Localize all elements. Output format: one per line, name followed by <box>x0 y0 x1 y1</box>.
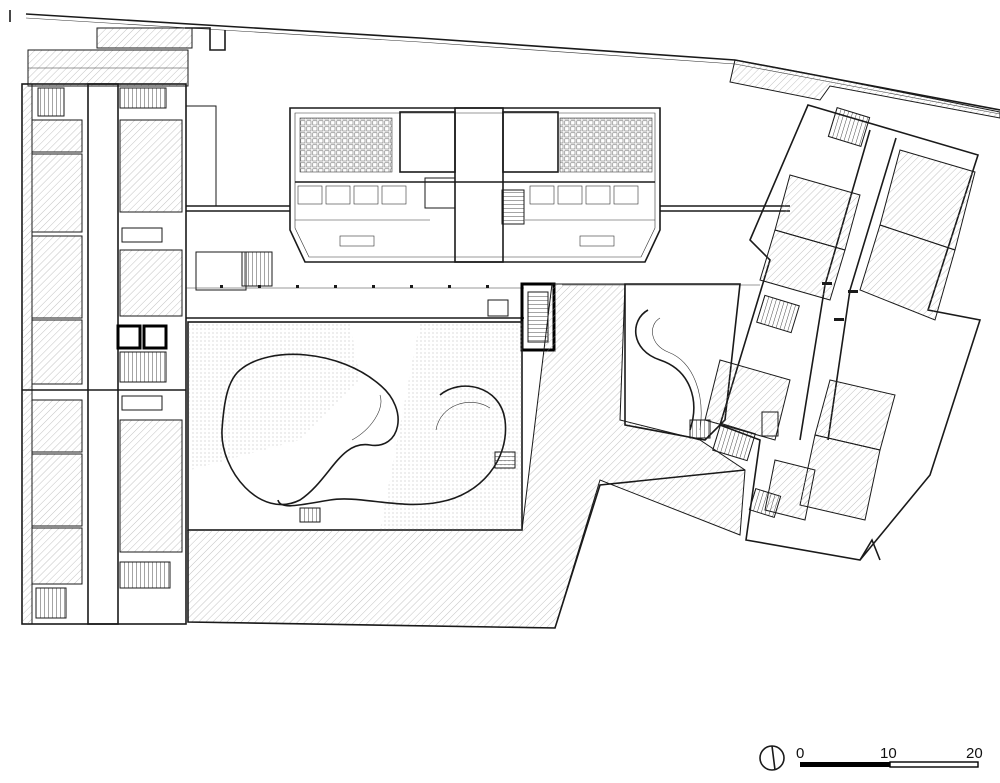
wc-block-2 <box>121 395 163 411</box>
desk-grid-east <box>559 117 653 173</box>
stair-west-bottom <box>119 561 171 589</box>
kiosk <box>487 299 509 317</box>
courtyard-pond-1 <box>221 353 399 506</box>
east-wing <box>704 59 1000 561</box>
courtyard-pond-2 <box>277 385 507 507</box>
stair-west-top <box>37 87 65 117</box>
stair-east-mid <box>756 294 800 334</box>
courtyard <box>187 321 523 531</box>
north-corridor <box>185 105 790 212</box>
stair-west-mid <box>119 351 167 383</box>
walkway-columns <box>220 285 489 288</box>
entrance-canopy <box>27 27 193 87</box>
scale-tick-0: 0 <box>796 745 804 762</box>
stair-walkway <box>241 251 273 287</box>
ramp-curve <box>635 309 695 431</box>
scale-tick-20: 20 <box>966 745 983 762</box>
stair-central <box>501 189 525 225</box>
lift-2 <box>142 324 168 350</box>
stair-east-top <box>827 107 871 147</box>
central-block <box>289 107 661 263</box>
scale-tick-10: 10 <box>880 745 897 762</box>
desk-grid-west <box>299 117 393 173</box>
stair-west-top-right <box>119 87 167 109</box>
wc-block-1 <box>121 227 163 243</box>
lift-1 <box>116 324 142 350</box>
stair-west-bottom-left <box>35 587 67 619</box>
stair-east-base <box>748 488 782 518</box>
paved-ground <box>187 283 746 629</box>
west-classrooms-left <box>31 119 83 585</box>
lift-east <box>761 411 779 437</box>
west-classrooms-right <box>119 119 183 553</box>
east-corridor-marks <box>822 282 858 321</box>
stair-east-bottom <box>712 422 756 462</box>
west-wing <box>21 83 187 625</box>
central-lower-rooms <box>297 185 639 247</box>
scale-bar: 0 10 20 <box>796 745 983 768</box>
north-arrow-icon <box>759 745 785 771</box>
